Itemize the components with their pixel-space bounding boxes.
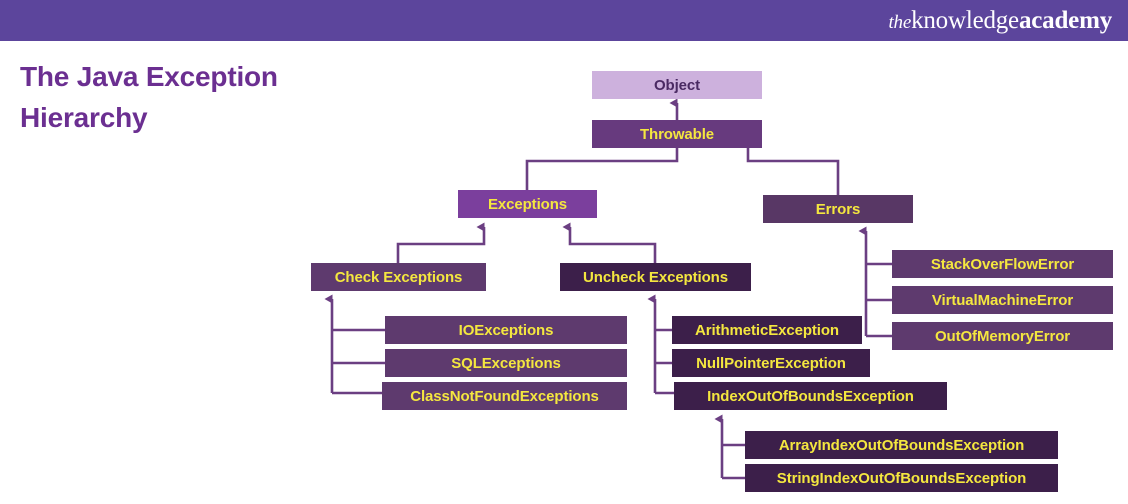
edge-exceptions-throwable bbox=[525, 136, 679, 190]
node-outofmemoryerror[interactable]: OutOfMemoryError bbox=[892, 322, 1113, 350]
brand-the-text: the bbox=[888, 11, 912, 33]
node-nullpointerexception[interactable]: NullPointerException bbox=[672, 349, 870, 377]
node-uncheck-exceptions[interactable]: Uncheck Exceptions bbox=[560, 263, 751, 291]
node-ioexceptions[interactable]: IOExceptions bbox=[385, 316, 627, 344]
node-indexoutofboundsexception[interactable]: IndexOutOfBoundsException bbox=[674, 382, 947, 410]
node-object[interactable]: Object bbox=[592, 71, 762, 99]
node-stackoverflowerror[interactable]: StackOverFlowError bbox=[892, 250, 1113, 278]
edge-uncheck-exceptions bbox=[562, 222, 657, 263]
node-virtualmachineerror[interactable]: VirtualMachineError bbox=[892, 286, 1113, 314]
node-throwable[interactable]: Throwable bbox=[592, 120, 762, 148]
edge-check-exceptions bbox=[396, 222, 486, 263]
node-arrayindexoutofboundsexception[interactable]: ArrayIndexOutOfBoundsException bbox=[745, 431, 1058, 459]
brand-academy-text: academy bbox=[1018, 6, 1112, 34]
edge-errors-throwable bbox=[740, 136, 840, 195]
node-stringindexoutofboundsexception[interactable]: StringIndexOutOfBoundsException bbox=[745, 464, 1058, 492]
page-title: The Java Exception Hierarchy bbox=[20, 61, 278, 133]
brand-logo: theknowledgeacademy bbox=[888, 7, 1112, 35]
node-arithmeticexception[interactable]: ArithmeticException bbox=[672, 316, 862, 344]
node-errors[interactable]: Errors bbox=[763, 195, 913, 223]
connector-layer bbox=[324, 98, 892, 480]
node-check-exceptions[interactable]: Check Exceptions bbox=[311, 263, 486, 291]
header-bar: theknowledgeacademy bbox=[0, 0, 1128, 41]
java-exception-hierarchy-diagram: Object Throwable Exceptions Errors Check… bbox=[0, 41, 1128, 504]
node-classnotfoundexceptions[interactable]: ClassNotFoundExceptions bbox=[382, 382, 627, 410]
node-sqlexceptions[interactable]: SQLExceptions bbox=[385, 349, 627, 377]
brand-knowledge-text: knowledge bbox=[911, 6, 1019, 34]
node-exceptions[interactable]: Exceptions bbox=[458, 190, 597, 218]
